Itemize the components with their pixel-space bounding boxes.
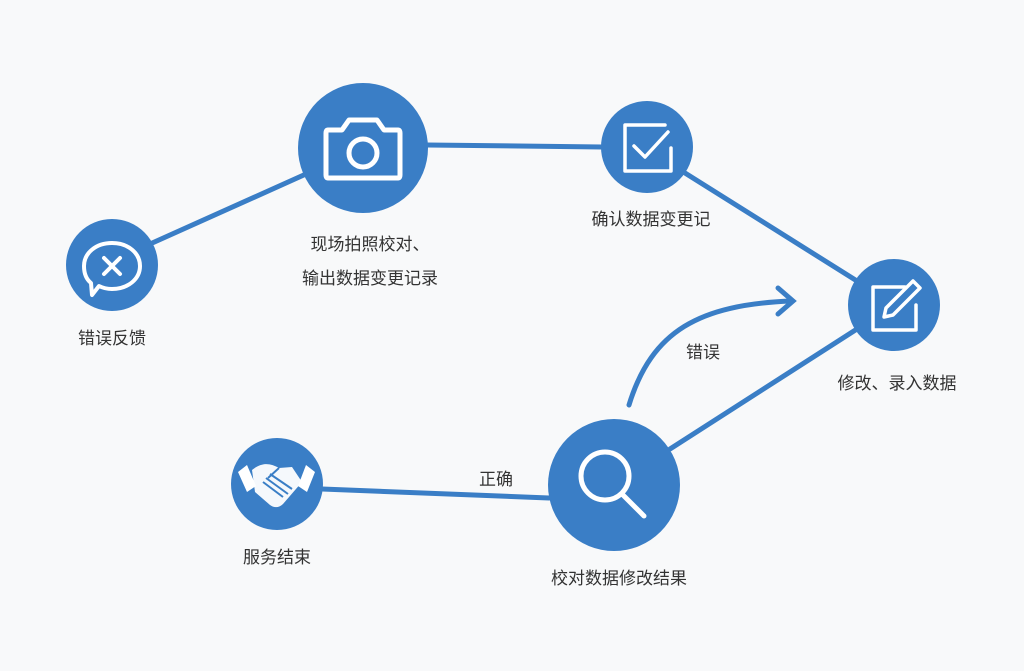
magnifier-icon — [578, 449, 647, 519]
node-feedback-label: 错误反馈 — [78, 322, 146, 356]
node-verify-circle — [548, 419, 680, 551]
edge-feedback-photo — [147, 171, 309, 247]
node-confirm-circle — [601, 101, 693, 193]
node-verify-label: 校对数据修改结果 — [551, 562, 687, 596]
node-edit-label: 修改、录入数据 — [838, 367, 957, 401]
photo-label-line2: 输出数据变更记录 — [302, 269, 438, 289]
node-edit-circle — [848, 259, 940, 351]
edge-verify-done — [319, 486, 552, 501]
verify-label-text: 校对数据修改结果 — [551, 569, 687, 589]
camera-icon — [323, 117, 403, 181]
speech-bubble-x-icon — [82, 241, 142, 297]
node-done-label: 服务结束 — [243, 541, 311, 575]
connectors — [147, 142, 860, 501]
done-label-text: 服务结束 — [243, 548, 311, 568]
handshake-icon — [238, 464, 315, 508]
edge-photo-confirm — [424, 142, 605, 150]
node-confirm-label: 确认数据变更记 — [592, 203, 711, 237]
confirm-label-text: 确认数据变更记 — [591, 210, 711, 230]
edit-label-text: 修改、录入数据 — [837, 374, 957, 394]
edge-wrong-label: 错误 — [686, 343, 720, 363]
node-photo-label: 现场拍照校对、 输出数据变更记录 — [302, 228, 438, 296]
edge-correct-label: 正确 — [479, 470, 513, 490]
node-photo-circle — [298, 83, 428, 213]
checkbox-icon — [623, 123, 673, 173]
edge-confirm-edit — [682, 170, 860, 284]
edge-wrong-arrow — [626, 298, 793, 408]
edge-edit-verify — [667, 326, 860, 452]
pencil-edit-icon — [871, 279, 922, 332]
photo-label-line1: 现场拍照校对、 — [310, 235, 430, 255]
arrow-head — [775, 285, 797, 317]
feedback-label-text: 错误反馈 — [78, 329, 146, 349]
